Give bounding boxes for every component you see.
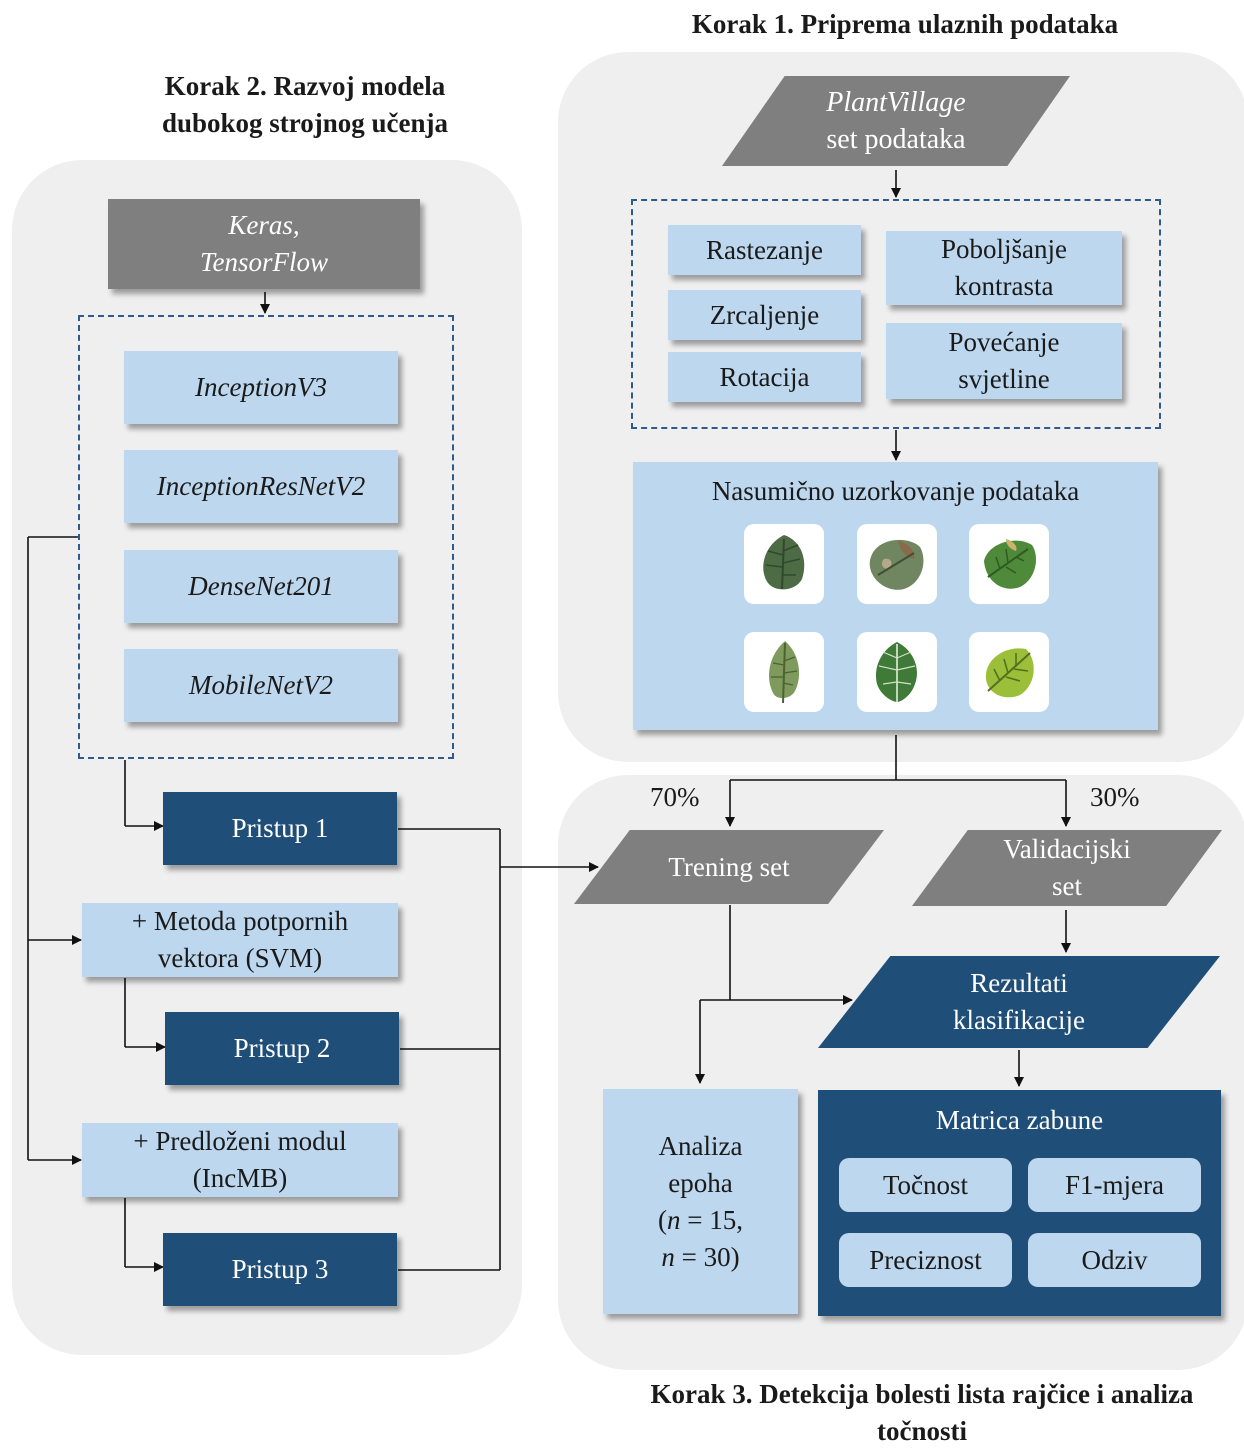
classification-results-node: Rezultati klasifikacije	[818, 956, 1220, 1048]
approach-2: Pristup 2	[165, 1012, 399, 1085]
step2-heading: Korak 2. Razvoj modela dubokog strojnog …	[60, 68, 550, 142]
incmb-line2: (IncMB)	[192, 1163, 288, 1193]
framework-line2: TensorFlow	[199, 247, 329, 277]
metric-recall: Odziv	[1028, 1233, 1201, 1287]
dataset-name: PlantVillage	[826, 87, 966, 118]
svm-node: + Metoda potpornih vektora (SVM)	[82, 903, 398, 977]
validation-set-line2: set	[1051, 871, 1082, 901]
augment-contrast-line2: kontrasta	[954, 271, 1054, 301]
random-sampling-title: Nasumično uzorkovanje podataka	[711, 476, 1080, 506]
framework-line1: Keras,	[228, 210, 300, 240]
leaf-image	[969, 632, 1049, 712]
step2-heading-line1: Korak 2. Razvoj modela	[164, 71, 446, 101]
incmb-node: + Predloženi modul (IncMB)	[82, 1123, 398, 1197]
dataset-node: PlantVillage set podataka	[722, 76, 1070, 166]
results-line2: klasifikacije	[953, 1005, 1085, 1035]
model-inceptionresnetv2: InceptionResNetV2	[124, 450, 398, 523]
svm-line2: vektora (SVM)	[157, 943, 323, 973]
augment-rotation: Rotacija	[668, 352, 861, 402]
step3-heading: Korak 3. Detekcija bolesti lista rajčice…	[600, 1376, 1244, 1450]
augment-contrast-line1: Poboljšanje	[941, 234, 1067, 264]
augment-brightness: Povećanje svjetline	[886, 323, 1122, 399]
epochs-line4: n = 30)	[661, 1241, 740, 1272]
model-densenet201: DenseNet201	[124, 550, 398, 623]
augmentation-group	[631, 199, 1161, 429]
confusion-matrix-title: Matrica zabune	[935, 1105, 1104, 1135]
approach-3: Pristup 3	[163, 1233, 397, 1306]
dataset-label: set podataka	[826, 124, 966, 155]
augment-brightness-line2: svjetline	[958, 364, 1050, 394]
models-group	[78, 315, 454, 759]
framework-node: Keras, TensorFlow	[108, 199, 420, 289]
validation-set-line1: Validacijski	[1003, 834, 1131, 864]
metric-f1: F1-mjera	[1028, 1158, 1201, 1212]
metric-precision: Preciznost	[839, 1233, 1012, 1287]
augment-contrast: Poboljšanje kontrasta	[886, 231, 1122, 305]
approach-1: Pristup 1	[163, 792, 397, 865]
validation-set-node: Validacijski set	[912, 830, 1222, 906]
metric-accuracy: Točnost	[839, 1158, 1012, 1212]
training-set-node: Trening set	[574, 830, 884, 904]
augment-mirror: Zrcaljenje	[668, 290, 861, 340]
leaf-image	[744, 524, 824, 604]
step1-heading: Korak 1. Priprema ulaznih podataka	[691, 9, 1119, 39]
leaf-image	[857, 524, 937, 604]
train-split-label: 70%	[650, 782, 700, 812]
validation-split-label: 30%	[1090, 782, 1140, 812]
svm-line1: + Metoda potpornih	[131, 906, 349, 936]
epoch-analysis-node: Analiza epoha (n = 15, n = 30)	[603, 1089, 798, 1314]
step3-heading-line1: Korak 3. Detekcija bolesti lista rajčice…	[650, 1379, 1194, 1409]
epochs-line2: epoha	[668, 1167, 733, 1198]
epochs-line3: (n = 15,	[658, 1204, 743, 1235]
model-inceptionv3: InceptionV3	[124, 351, 398, 424]
step2-heading-line2: dubokog strojnog učenja	[161, 108, 449, 138]
results-line1: Rezultati	[970, 968, 1068, 998]
model-mobilenetv2: MobileNetV2	[124, 649, 398, 722]
leaf-image	[744, 632, 824, 712]
augment-stretch: Rastezanje	[668, 225, 861, 275]
augment-brightness-line1: Povećanje	[948, 327, 1060, 357]
epochs-line1: Analiza	[658, 1130, 743, 1161]
step3-heading-line2: točnosti	[877, 1416, 967, 1446]
incmb-line1: + Predloženi modul	[133, 1126, 347, 1156]
leaf-image	[969, 524, 1049, 604]
leaf-image	[857, 632, 937, 712]
